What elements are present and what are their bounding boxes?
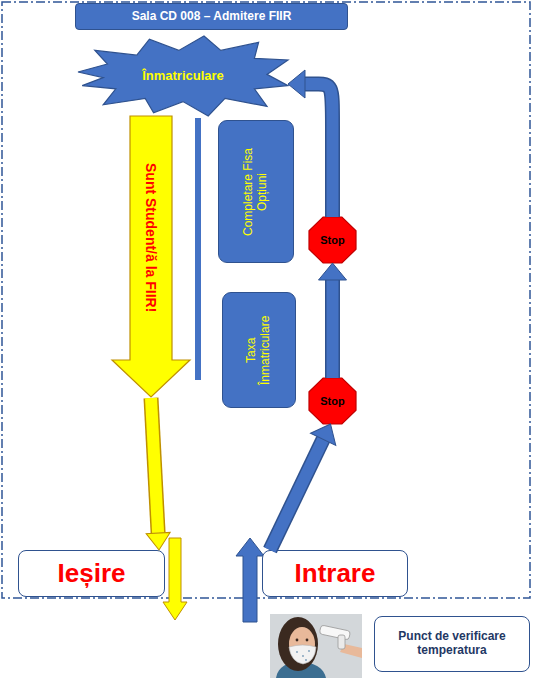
photo-mask-dot — [305, 659, 307, 661]
title-box: Sala CD 008 – Admitere FIIR — [75, 3, 348, 30]
text-holder: Ieșire — [58, 559, 126, 589]
exit-box: Ieșire — [18, 550, 165, 597]
entry-arrow — [236, 538, 264, 622]
exit-arrow — [163, 538, 187, 620]
stop-sign: Stop — [309, 378, 356, 424]
text-holder: Punct de verificare temperatura — [387, 630, 517, 658]
room-outline — [2, 2, 530, 598]
flow-arrow — [270, 439, 323, 550]
text-holder: Sunt Student/ă la FIIR! — [130, 116, 172, 360]
photo-mask-dot — [308, 650, 310, 652]
photo-mask — [289, 645, 316, 664]
connector-group — [151, 84, 333, 550]
process-box: Completare Fisa Opțiuni — [218, 120, 294, 263]
flow-arrow — [151, 398, 158, 533]
node-label: Înmatriculare — [142, 69, 224, 84]
node-label: Completare Fisa Opțiuni — [242, 133, 270, 251]
arrow-body — [305, 84, 333, 217]
node-label: Taxa Înmatriculare — [245, 302, 273, 398]
arrow-body — [327, 280, 339, 378]
arrow-body — [151, 398, 158, 533]
node-label: Intrare — [295, 559, 376, 589]
photo-mask-dot — [296, 651, 298, 653]
flow-arrow — [305, 84, 333, 217]
node-label: Sala CD 008 – Admitere FIIR — [132, 10, 292, 24]
photo-thermometer-grip — [338, 635, 345, 649]
temperature-check-photo — [270, 614, 362, 678]
text-holder: Înmatriculare — [142, 69, 224, 84]
node-label: Punct de verificare temperatura — [387, 630, 517, 658]
enrollment-starburst: Înmatriculare — [78, 36, 288, 116]
node-label: Stop — [320, 234, 344, 247]
arrow-outline — [270, 439, 323, 550]
node-label: Stop — [320, 395, 344, 408]
text-holder: Sala CD 008 – Admitere FIIR — [132, 10, 292, 24]
checkpoint-box: Punct de verificare temperatura — [374, 616, 530, 672]
text-holder: Stop — [320, 234, 344, 247]
arrow-outline — [305, 84, 333, 217]
octagon-shape — [309, 378, 356, 424]
photo-eye — [296, 639, 299, 642]
text-holder: Completare Fisa Opțiuni — [242, 133, 270, 251]
student-arrow: Sunt Student/ă la FIIR! — [110, 116, 192, 398]
photo-background — [270, 614, 362, 678]
arrow-shape — [112, 116, 190, 397]
separator-bar — [195, 118, 201, 380]
text-holder: Stop — [320, 395, 344, 408]
photo-thermometer — [319, 625, 350, 640]
arrow-outline — [151, 398, 158, 533]
entrance-box: Intrare — [262, 550, 408, 597]
stop-sign: Stop — [309, 217, 356, 263]
arrow-body — [270, 439, 323, 550]
arrow-outline — [325, 280, 340, 378]
text-holder: Taxa Înmatriculare — [245, 302, 273, 398]
text-holder: Intrare — [295, 559, 376, 589]
node-label: Ieșire — [58, 559, 126, 589]
photo-eye — [306, 639, 309, 642]
flow-arrow — [332, 280, 333, 378]
process-box: Taxa Înmatriculare — [222, 292, 296, 408]
node-label: Sunt Student/ă la FIIR! — [143, 163, 159, 312]
octagon-shape — [309, 217, 356, 263]
photo-mask-dot — [302, 655, 304, 657]
photo-hair — [278, 617, 318, 671]
starburst-shape — [78, 36, 288, 116]
